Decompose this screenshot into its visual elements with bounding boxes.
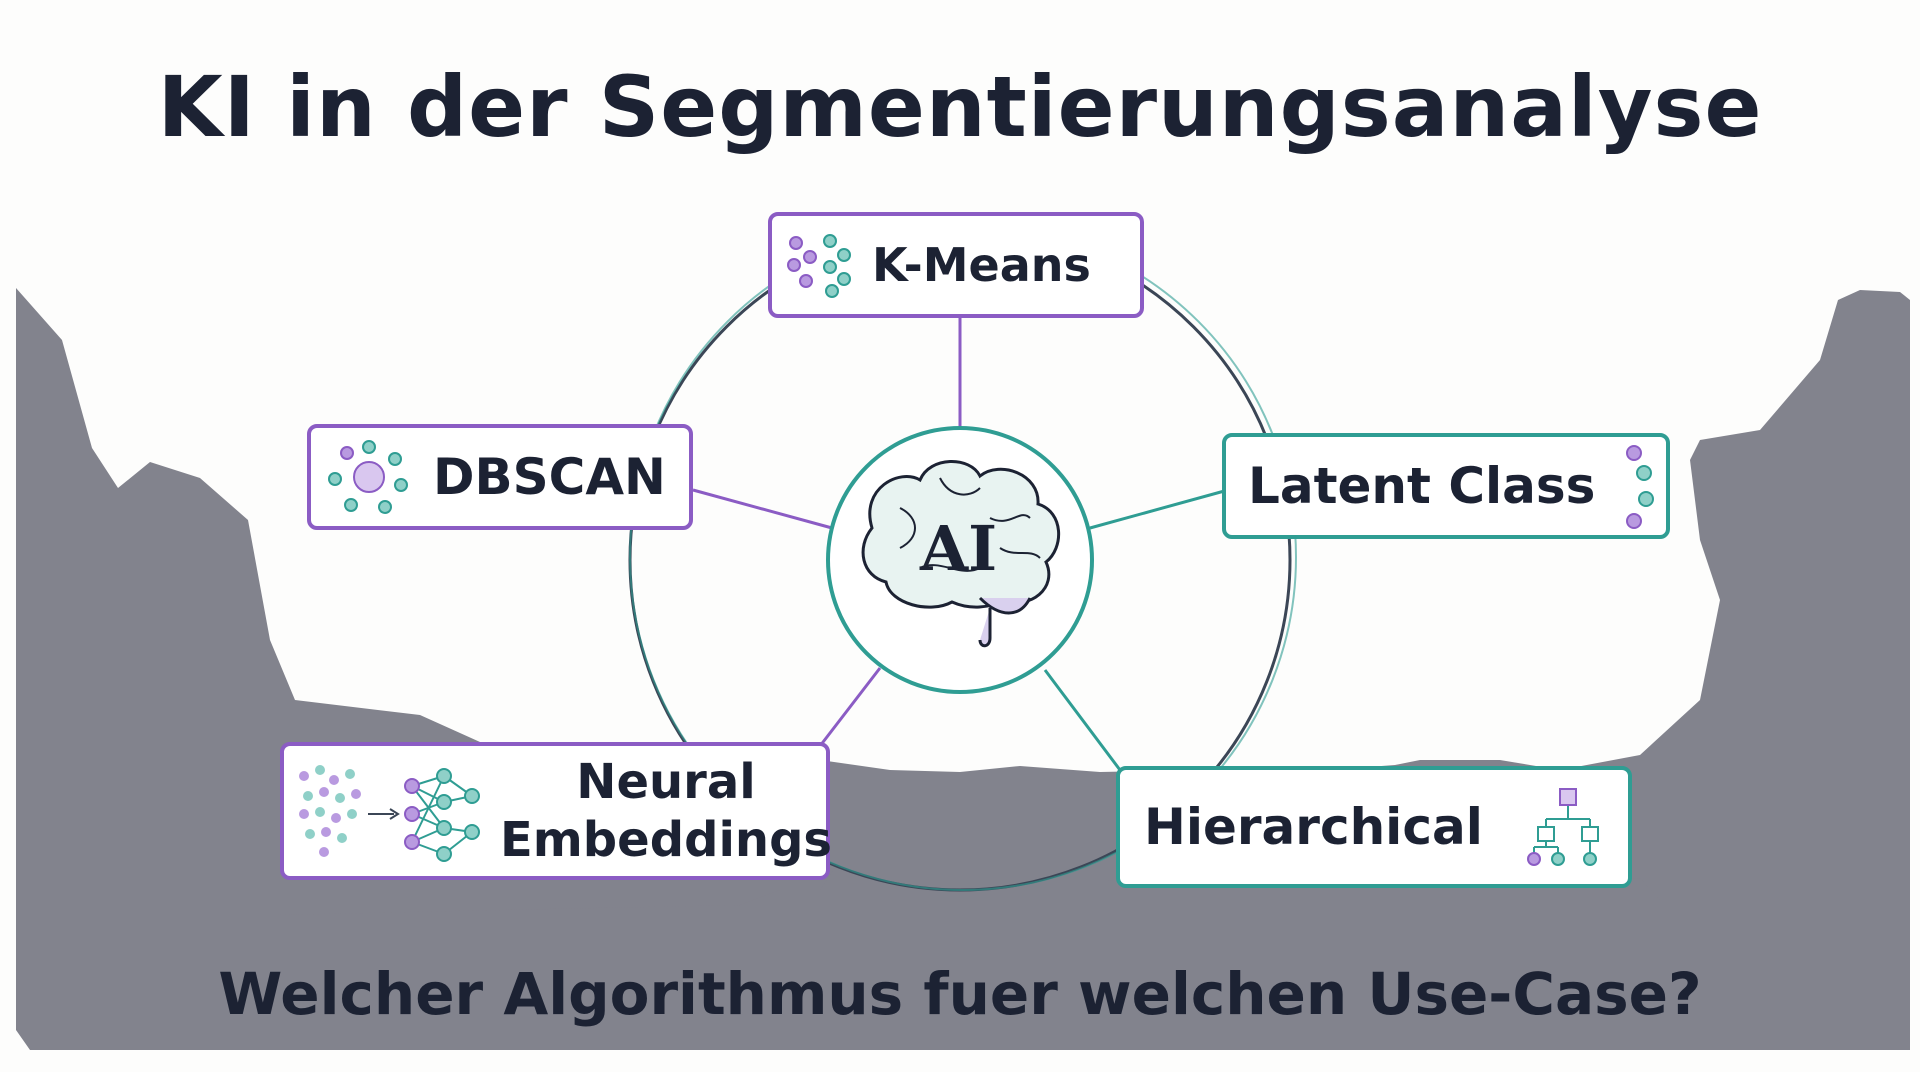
node-dbscan[interactable]: DBSCAN [307, 424, 693, 530]
node-neural-label-group: Neural Embeddings [500, 753, 832, 869]
spoke-dbscan [692, 488, 833, 530]
brain-icon [861, 460, 1060, 648]
dot-cluster-icon [787, 234, 851, 298]
dot-column-icon [1626, 445, 1654, 529]
density-cluster-icon [328, 440, 408, 514]
page-subtitle: Welcher Algorithmus fuer welchen Use-Cas… [218, 960, 1702, 1028]
node-latent-class-label: Latent Class [1248, 457, 1596, 515]
node-kmeans[interactable]: K-Means [768, 212, 1144, 318]
node-kmeans-label: K-Means [872, 238, 1091, 292]
node-neural-embeddings[interactable]: Neural Embeddings [280, 742, 832, 880]
hierarchy-tree-icon [1527, 788, 1599, 866]
node-hierarchical-label: Hierarchical [1144, 798, 1483, 856]
node-dbscan-label: DBSCAN [433, 448, 666, 506]
node-neural-label: Neural [576, 754, 756, 810]
center-label: AI [920, 512, 998, 585]
spoke-neural [818, 667, 882, 747]
node-embeddings-label: Embeddings [500, 812, 832, 868]
neural-network-icon [299, 765, 480, 862]
spoke-latent [1089, 488, 1229, 530]
node-hierarchical[interactable]: Hierarchical [1116, 766, 1632, 888]
page-title: KI in der Segmentierungsanalyse [157, 58, 1763, 156]
spoke-hier [1043, 669, 1122, 771]
landscape-shelf [275, 860, 1660, 915]
node-latent-class[interactable]: Latent Class [1222, 433, 1670, 539]
